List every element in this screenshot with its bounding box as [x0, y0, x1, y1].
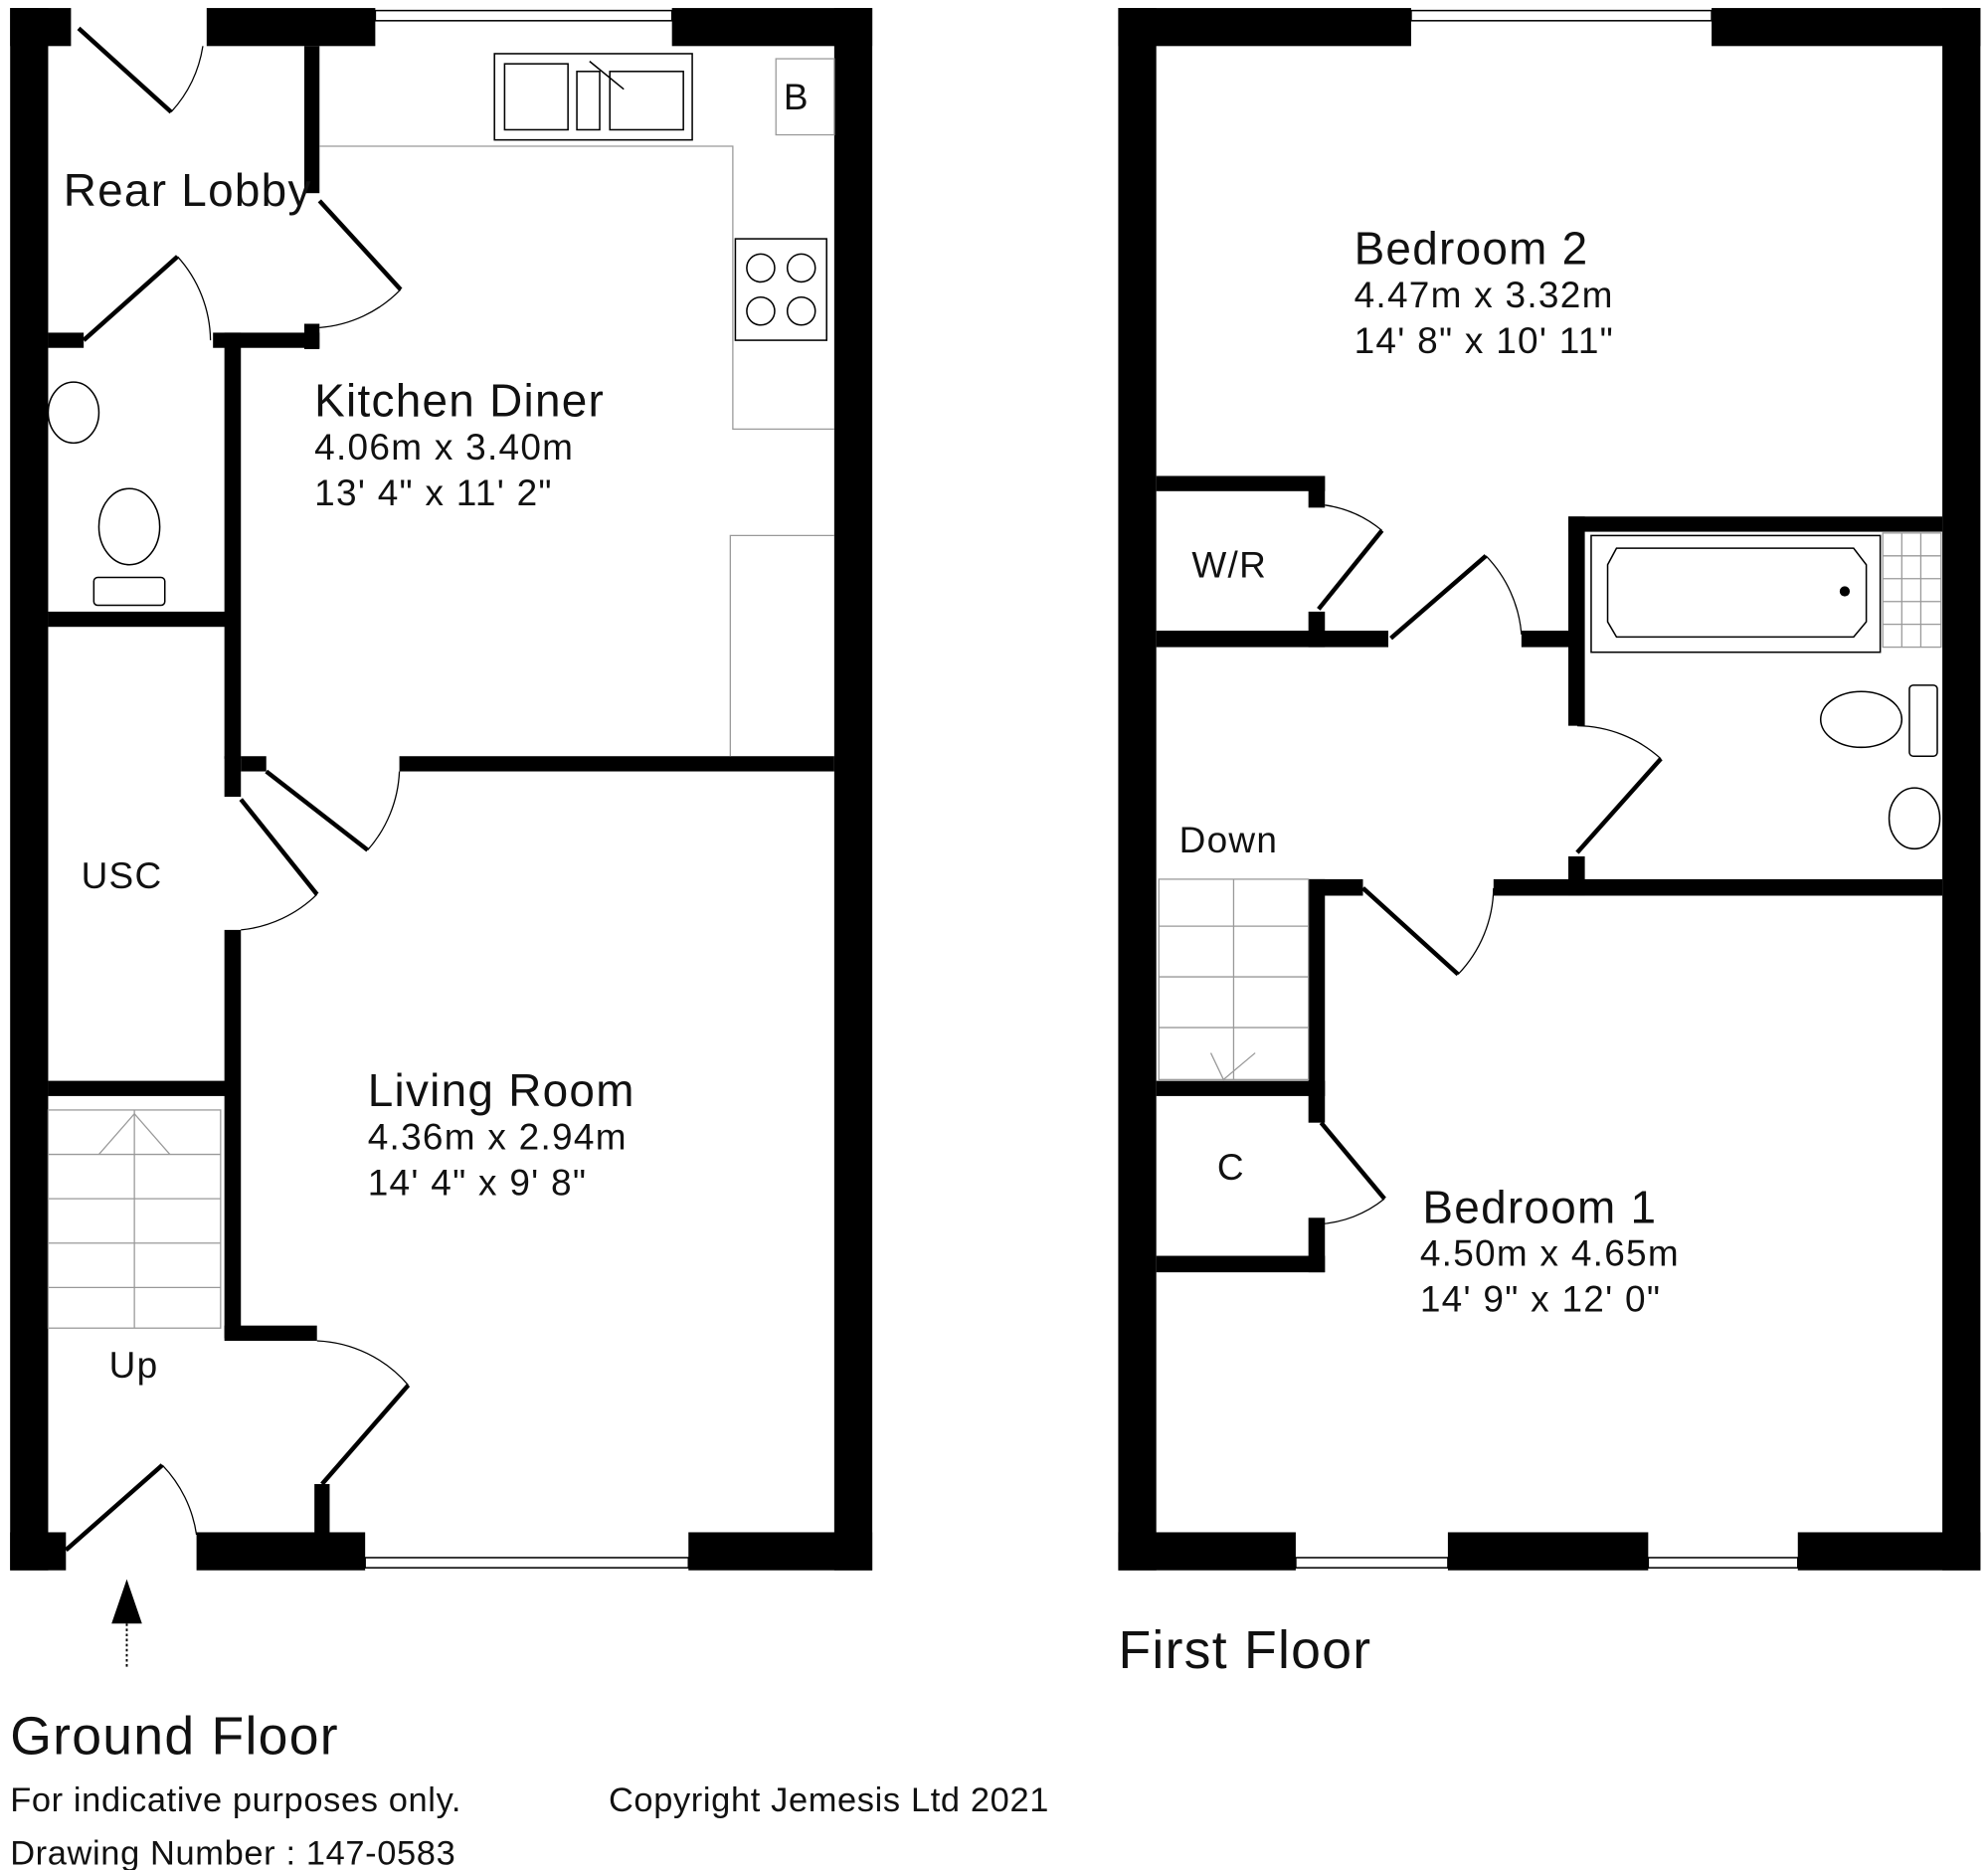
disclaimer: For indicative purposes only.: [10, 1781, 461, 1819]
stairs-up-label: Up: [109, 1345, 159, 1386]
basin-icon: [1888, 787, 1941, 850]
living-room-imperial: 14' 4" x 9' 8": [368, 1162, 588, 1203]
boiler-icon: [775, 58, 835, 136]
bathroom-fittings: [1590, 532, 1942, 850]
first-floor-walls: [1118, 8, 1981, 1571]
ground-floor-walls: [10, 8, 873, 1571]
hob-icon: [734, 238, 827, 341]
bedroom2-name: Bedroom 2: [1355, 223, 1589, 275]
bedroom2-imperial: 14' 8" x 10' 11": [1355, 320, 1615, 361]
usc-label: USC: [82, 855, 163, 896]
first-floor-windows: [1295, 9, 1799, 1569]
bedroom1-imperial: 14' 9" x 12' 0": [1420, 1279, 1661, 1320]
ground-floor-plan: B: [10, 8, 873, 1668]
copyright: Copyright Jemesis Ltd 2021: [609, 1781, 1049, 1819]
ground-stairs: [47, 1109, 222, 1329]
wc-fittings: [47, 381, 166, 607]
sink-icon: [493, 53, 693, 141]
bedroom1-metric: 4.50m x 4.65m: [1420, 1233, 1680, 1274]
kitchen-imperial: 13' 4" x 11' 2": [314, 472, 553, 513]
ground-floor-title: Ground Floor: [10, 1708, 339, 1767]
basin-icon: [47, 381, 100, 445]
kitchen-fittings: B: [319, 53, 835, 757]
ground-floor-doors: [64, 26, 411, 1552]
toilet-icon: [1819, 684, 1938, 758]
bath-icon: [1590, 534, 1882, 654]
first-floor-doors: [1317, 504, 1663, 1225]
cupboard-label: C: [1217, 1147, 1245, 1188]
bedroom1-name: Bedroom 1: [1422, 1181, 1657, 1232]
kitchen-name: Kitchen Diner: [314, 375, 605, 427]
living-room-metric: 4.36m x 2.94m: [368, 1116, 628, 1157]
wardrobe-label: W/R: [1191, 544, 1267, 585]
entrance-arrow-icon: [111, 1579, 142, 1668]
first-floor-title: First Floor: [1118, 1621, 1371, 1680]
first-floor-plan: Bedroom 2 4.47m x 3.32m 14' 8" x 10' 11"…: [1118, 8, 1981, 1571]
living-room-name: Living Room: [368, 1064, 635, 1116]
kitchen-metric: 4.06m x 3.40m: [314, 427, 574, 468]
tiles-icon: [1882, 532, 1942, 649]
rear-lobby-label: Rear Lobby: [64, 164, 312, 216]
bedroom2-metric: 4.47m x 3.32m: [1355, 275, 1614, 315]
first-stairs: [1158, 878, 1310, 1081]
drawing-number: Drawing Number : 147-0583: [10, 1834, 455, 1870]
toilet-icon: [92, 487, 166, 607]
boiler-label: B: [784, 77, 810, 117]
ground-floor-windows: [364, 9, 690, 1569]
stairs-down-label: Down: [1179, 820, 1279, 860]
